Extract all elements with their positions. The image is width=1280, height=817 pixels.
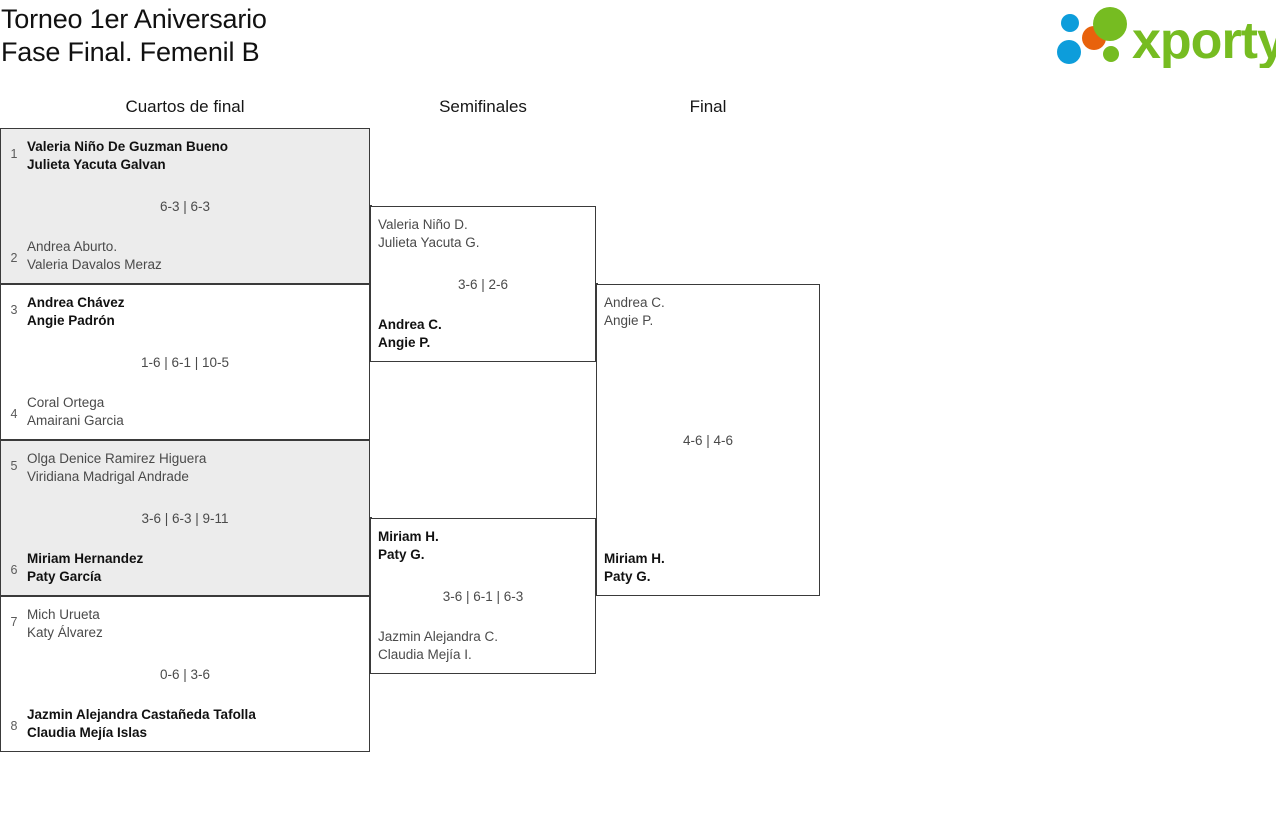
player-name: Viridiana Madrigal Andrade	[27, 469, 189, 484]
player-name: Valeria Niño D.	[378, 217, 468, 232]
match-score: 6-3 | 6-3	[159, 199, 211, 214]
team-bottom[interactable]: Miriam H. Paty G.	[597, 550, 819, 586]
team-bottom[interactable]: Andrea C. Angie P.	[371, 316, 595, 352]
team-top[interactable]: Andrea C. Angie P.	[597, 294, 819, 330]
player-name: Claudia Mejía I.	[378, 647, 472, 662]
player-name: Julieta Yacuta Galvan	[27, 157, 166, 172]
match-score: 3-6 | 6-1 | 6-3	[442, 589, 524, 604]
match-quarterfinal-1[interactable]: 1 Valeria Niño De Guzman Bueno Julieta Y…	[0, 128, 370, 284]
connector-sf1-final	[596, 283, 598, 284]
seed-number: 7	[10, 615, 18, 629]
team-bottom[interactable]: Jazmin Alejandra C. Claudia Mejía I.	[371, 628, 595, 664]
connector-qf1-sf1	[370, 205, 372, 206]
player-name: Mich Urueta	[27, 607, 100, 622]
match-quarterfinal-2[interactable]: 3 Andrea Chávez Angie Padrón 1-6 | 6-1 |…	[0, 284, 370, 440]
player-name: Amairani Garcia	[27, 413, 124, 428]
tournament-phase: Fase Final. Femenil B	[1, 37, 260, 67]
player-name: Valeria Davalos Meraz	[27, 257, 162, 272]
match-score: 3-6 | 6-3 | 9-11	[141, 511, 229, 526]
player-name: Andrea C.	[378, 317, 442, 332]
match-quarterfinal-4[interactable]: 7 Mich Urueta Katy Álvarez 0-6 | 3-6 8 J…	[0, 596, 370, 752]
seed-number: 4	[10, 407, 18, 421]
player-name: Coral Ortega	[27, 395, 105, 410]
match-score: 4-6 | 4-6	[682, 433, 734, 448]
connector-qf3-sf2	[370, 517, 372, 518]
player-name: Andrea Chávez	[27, 295, 125, 310]
page-title: Torneo 1er Aniversario Fase Final. Femen…	[0, 0, 700, 69]
team-top[interactable]: Olga Denice Ramirez Higuera Viridiana Ma…	[1, 450, 369, 486]
player-name: Andrea C.	[604, 295, 665, 310]
team-top[interactable]: Andrea Chávez Angie Padrón	[1, 294, 369, 330]
team-bottom[interactable]: Jazmin Alejandra Castañeda Tafolla Claud…	[1, 706, 369, 742]
round-header-quarterfinals: Cuartos de final	[125, 97, 245, 116]
svg-text:xporty: xporty	[1132, 12, 1276, 68]
team-bottom[interactable]: Coral Ortega Amairani Garcia	[1, 394, 369, 430]
player-name: Julieta Yacuta G.	[378, 235, 480, 250]
player-name: Andrea Aburto.	[27, 239, 118, 254]
match-semifinal-2[interactable]: Miriam H. Paty G. 3-6 | 6-1 | 6-3 Jazmin…	[370, 518, 596, 674]
team-bottom[interactable]: Andrea Aburto. Valeria Davalos Meraz	[1, 238, 369, 274]
team-top[interactable]: Mich Urueta Katy Álvarez	[1, 606, 369, 642]
seed-number: 1	[10, 147, 18, 161]
team-top[interactable]: Valeria Niño De Guzman Bueno Julieta Yac…	[1, 138, 369, 174]
player-name: Angie Padrón	[27, 313, 115, 328]
round-header-final: Final	[689, 97, 727, 116]
player-name: Jazmin Alejandra C.	[378, 629, 499, 644]
tournament-name: Torneo 1er Aniversario	[1, 4, 267, 34]
seed-number: 3	[10, 303, 18, 317]
player-name: Angie P.	[604, 313, 654, 328]
player-name: Paty G.	[378, 547, 425, 562]
player-name: Katy Álvarez	[27, 625, 103, 640]
logo-dots-icon	[1057, 7, 1127, 64]
team-top[interactable]: Miriam H. Paty G.	[371, 528, 595, 564]
seed-number: 8	[10, 719, 18, 733]
team-top[interactable]: Valeria Niño D. Julieta Yacuta G.	[371, 216, 595, 252]
match-score: 3-6 | 2-6	[457, 277, 509, 292]
player-name: Jazmin Alejandra Castañeda Tafolla	[27, 707, 256, 722]
player-name: Miriam H.	[604, 551, 665, 566]
player-name: Miriam H.	[378, 529, 439, 544]
player-name: Miriam Hernandez	[27, 551, 144, 566]
seed-number: 2	[10, 251, 18, 265]
match-score: 0-6 | 3-6	[159, 667, 211, 682]
player-name: Olga Denice Ramirez Higuera	[27, 451, 207, 466]
match-quarterfinal-3[interactable]: 5 Olga Denice Ramirez Higuera Viridiana …	[0, 440, 370, 596]
seed-number: 5	[10, 459, 18, 473]
player-name: Angie P.	[378, 335, 431, 350]
team-bottom[interactable]: Miriam Hernandez Paty García	[1, 550, 369, 586]
seed-number: 6	[10, 563, 18, 577]
match-final[interactable]: Andrea C. Angie P. 4-6 | 4-6 Miriam H. P…	[596, 284, 820, 596]
player-name: Paty G.	[604, 569, 651, 584]
player-name: Claudia Mejía Islas	[27, 725, 148, 740]
logo-wordmark: xporty	[1132, 12, 1276, 68]
round-header-semifinals: Semifinales	[439, 97, 527, 116]
match-score: 1-6 | 6-1 | 10-5	[140, 355, 230, 370]
player-name: Paty García	[27, 569, 102, 584]
xporty-logo[interactable]: xporty	[1048, 6, 1276, 68]
match-semifinal-1[interactable]: Valeria Niño D. Julieta Yacuta G. 3-6 | …	[370, 206, 596, 362]
player-name: Valeria Niño De Guzman Bueno	[27, 139, 229, 154]
